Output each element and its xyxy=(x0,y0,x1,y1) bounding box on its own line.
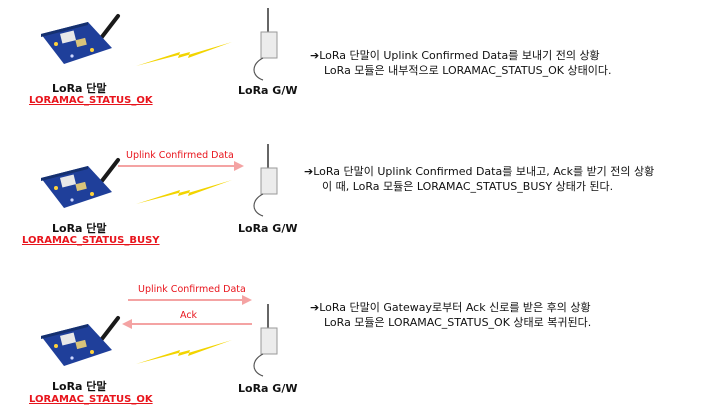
gateway-label: LoRa G/W xyxy=(238,382,298,395)
description-line-2: 이 때, LoRa 모듈은 LORAMAC_STATUS_BUSY 상태가 된다… xyxy=(322,180,614,193)
ack-arrow xyxy=(122,319,252,329)
description-line-1: LoRa 단말이 Gateway로부터 Ack 신로를 받은 후의 상황 xyxy=(319,301,591,314)
gateway-label: LoRa G/W xyxy=(238,222,298,235)
device-label: LoRa 단말 xyxy=(52,380,107,393)
gateway-icon xyxy=(253,144,278,217)
description-line-1: LoRa 단말이 Uplink Confirmed Data를 보내고, Ack… xyxy=(313,165,655,178)
uplink-arrow xyxy=(128,295,252,305)
gateway-icon xyxy=(253,304,278,377)
lora-board-icon xyxy=(41,158,120,208)
device-status: LORAMAC_STATUS_OK xyxy=(29,394,153,405)
ack-message-label: Ack xyxy=(180,310,198,321)
description: ➔LoRa 단말이 Uplink Confirmed Data를 보내기 전의 … xyxy=(310,48,612,78)
uplink-message-label: Uplink Confirmed Data xyxy=(126,150,234,161)
scene-before-uplink: LoRa 단말 LORAMAC_STATUS_OK LoRa G/W ➔LoRa… xyxy=(0,0,720,138)
description: ➔LoRa 단말이 Gateway로부터 Ack 신로를 받은 후의 상황 Lo… xyxy=(310,300,591,330)
gateway-icon xyxy=(253,8,278,81)
description-line-2: LoRa 모듈은 내부적으로 LORAMAC_STATUS_OK 상태이다. xyxy=(324,64,612,77)
device-label: LoRa 단말 xyxy=(52,82,107,95)
device-status: LORAMAC_STATUS_OK xyxy=(29,95,153,106)
uplink-message-label: Uplink Confirmed Data xyxy=(138,284,246,295)
arrow-right-icon: ➔ xyxy=(310,301,320,314)
lora-board-icon xyxy=(41,316,120,366)
arrow-right-icon: ➔ xyxy=(310,49,320,62)
lightning-icon xyxy=(136,180,232,204)
lightning-icon xyxy=(136,42,232,66)
lightning-icon xyxy=(136,340,232,364)
device-status: LORAMAC_STATUS_BUSY xyxy=(22,235,160,246)
lora-board-icon xyxy=(41,14,120,64)
device-label: LoRa 단말 xyxy=(52,222,107,235)
scene-waiting-ack: LoRa 단말 LORAMAC_STATUS_BUSY Uplink Confi… xyxy=(0,138,720,276)
scene-ack-received: LoRa 단말 LORAMAC_STATUS_OK Uplink Confirm… xyxy=(0,276,720,414)
description-line-1: LoRa 단말이 Uplink Confirmed Data를 보내기 전의 상… xyxy=(319,49,600,62)
gateway-label: LoRa G/W xyxy=(238,84,298,97)
arrow-right-icon: ➔ xyxy=(304,165,314,178)
description-line-2: LoRa 모듈은 LORAMAC_STATUS_OK 상태로 복귀된다. xyxy=(324,316,592,329)
description: ➔LoRa 단말이 Uplink Confirmed Data를 보내고, Ac… xyxy=(304,164,654,194)
uplink-arrow xyxy=(118,161,244,171)
